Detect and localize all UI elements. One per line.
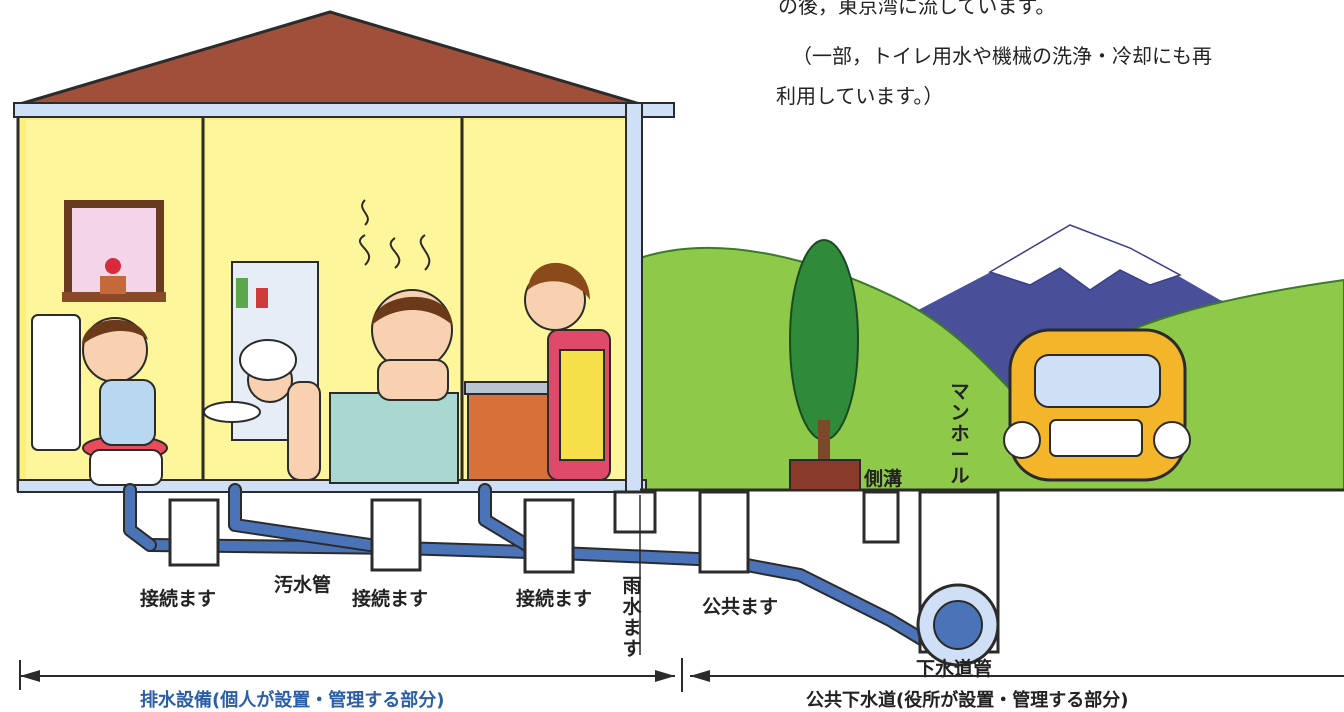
section-private-label: 排水設備(個人が設置・管理する部分) [140, 690, 445, 711]
car [1003, 328, 1191, 482]
label-setsuzoku-masu-3: 接続ます [516, 588, 593, 610]
tree [789, 239, 861, 491]
intro-line-2: （一部，トイレ用水や機械の洗浄・冷却にも再 [792, 44, 1212, 68]
label-setsuzoku-masu-1: 接続ます [140, 588, 217, 610]
connection-boxes [168, 490, 1000, 667]
intro-line-3: 利用しています。） [776, 84, 944, 108]
label-setsuzoku-masu-2: 接続ます [352, 588, 429, 610]
intro-line-1: の後，東京湾に流しています。 [778, 0, 1056, 18]
section-public-label: 公共下水道(役所が設置・管理する部分) [806, 690, 1129, 711]
label-gesuido-kan: 下水道管 [916, 658, 993, 680]
house [13, 10, 675, 494]
section-arrows [19, 495, 1344, 692]
label-manhole: マンホール [950, 381, 970, 487]
label-osui-kan: 汚水管 [274, 574, 332, 596]
label-sokko: 側溝 [864, 468, 903, 490]
label-kokyo-masu: 公共ます [702, 596, 779, 618]
label-usui-masu: 雨水ます [622, 575, 642, 660]
